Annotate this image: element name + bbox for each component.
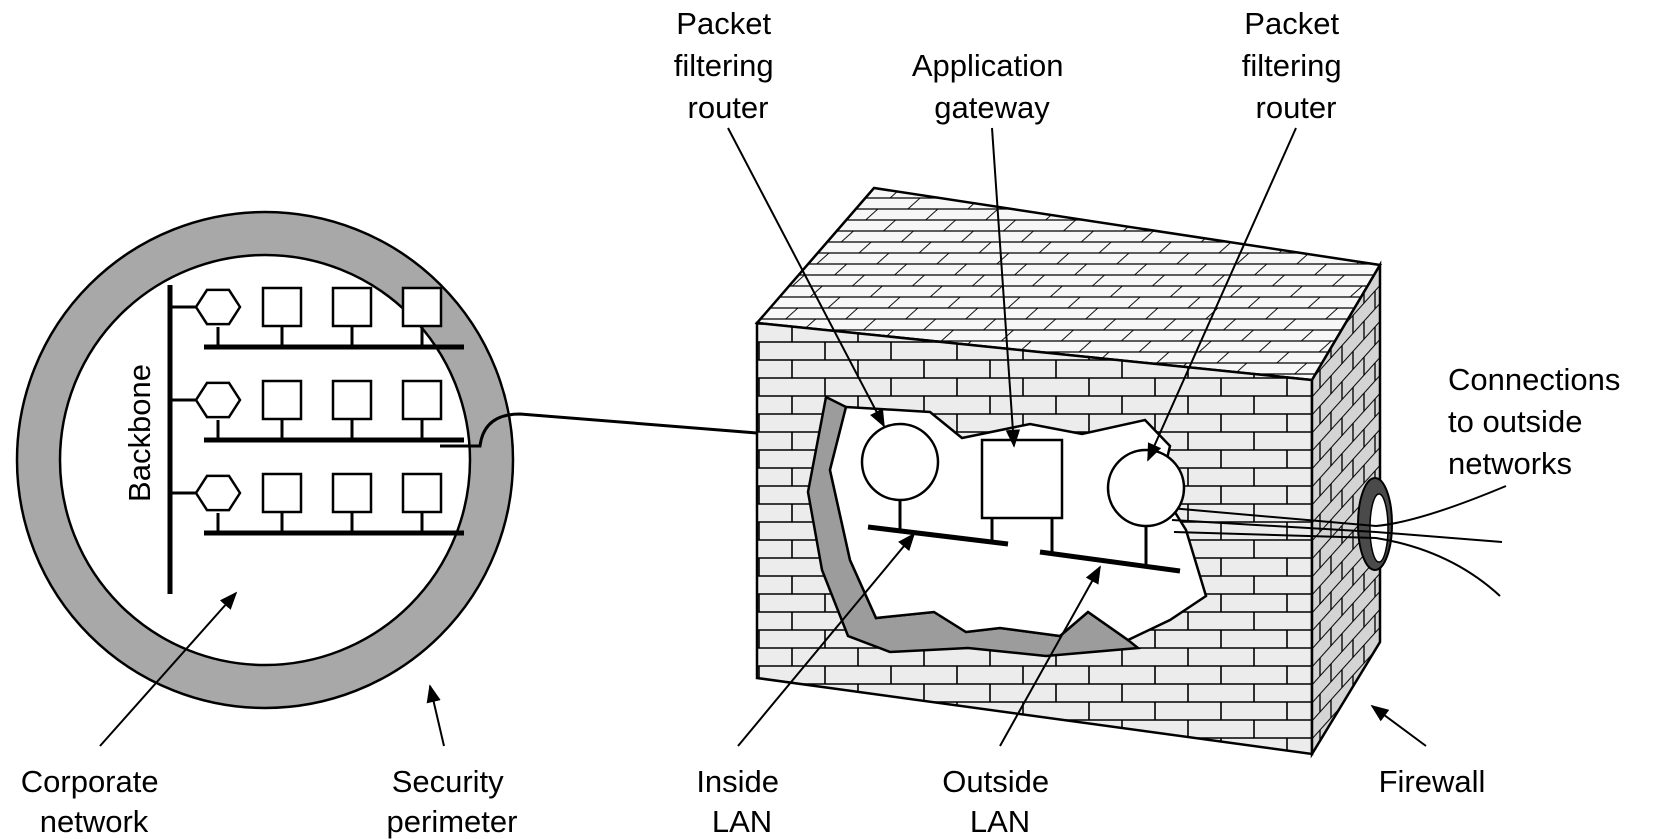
host-computer-icon xyxy=(401,379,443,421)
label-corporate-network: Corporate network xyxy=(21,764,167,839)
label-inside-lan: Inside LAN xyxy=(696,764,787,839)
corporate-network xyxy=(167,285,464,594)
packet-filtering-router-inside xyxy=(860,422,940,502)
backbone-row xyxy=(170,472,464,536)
application-gateway-box xyxy=(980,438,1064,520)
label-line: Packet xyxy=(1244,6,1339,41)
hexagon-router-icon xyxy=(194,288,242,326)
label-line: Security xyxy=(392,764,504,799)
label-line: Packet xyxy=(676,6,771,41)
packet-filtering-router-outside xyxy=(1106,448,1186,528)
host-computer-icon xyxy=(331,286,373,328)
label-line: networks xyxy=(1448,446,1572,481)
label-line: filtering xyxy=(674,48,774,83)
callout-lines xyxy=(99,127,1427,747)
label-line: Outside xyxy=(942,764,1049,799)
backbone-row xyxy=(170,379,464,443)
label-outside-lan: Outside LAN xyxy=(942,764,1057,839)
host-computer-icon xyxy=(261,286,303,328)
host-computer-icon xyxy=(401,286,443,328)
backbone-label: Backbone xyxy=(122,364,157,502)
label-packet-router-right: Packet filtering router xyxy=(1242,6,1351,125)
firewall-side-face xyxy=(1310,260,1382,759)
label-line: Application xyxy=(912,48,1064,83)
label-line: LAN xyxy=(712,804,772,839)
label-line: Connections xyxy=(1448,362,1620,397)
connection-cable xyxy=(440,412,758,448)
label-line: perimeter xyxy=(387,804,518,839)
firewall-wall xyxy=(754,186,1393,759)
label-firewall: Firewall xyxy=(1379,764,1486,799)
security-perimeter-ring xyxy=(15,210,515,710)
outside-lan xyxy=(1039,518,1181,574)
label-security-perimeter: Security perimeter xyxy=(387,764,518,839)
label-line: router xyxy=(688,90,769,125)
label-line: router xyxy=(1256,90,1337,125)
hexagon-router-icon xyxy=(194,474,242,512)
hexagon-router-icon xyxy=(194,381,242,419)
label-line: LAN xyxy=(970,804,1030,839)
label-backbone: Backbone xyxy=(122,364,157,502)
label-line: to outside xyxy=(1448,404,1582,439)
host-computer-icon xyxy=(331,379,373,421)
backbone-row xyxy=(170,286,464,350)
host-computer-icon xyxy=(401,472,443,514)
label-line: Inside xyxy=(696,764,779,799)
label-connections: Connections to outside networks xyxy=(1448,362,1629,481)
label-application-gateway: Application gateway xyxy=(912,48,1072,125)
label-line: Corporate xyxy=(21,764,159,799)
label-line: gateway xyxy=(934,90,1050,125)
label-line: filtering xyxy=(1242,48,1342,83)
label-packet-router-left: Packet filtering router xyxy=(674,6,783,125)
label-line: network xyxy=(40,804,149,839)
outside-network-cables xyxy=(1169,485,1507,597)
host-computer-icon xyxy=(261,472,303,514)
host-computer-icon xyxy=(331,472,373,514)
host-computer-icon xyxy=(261,379,303,421)
